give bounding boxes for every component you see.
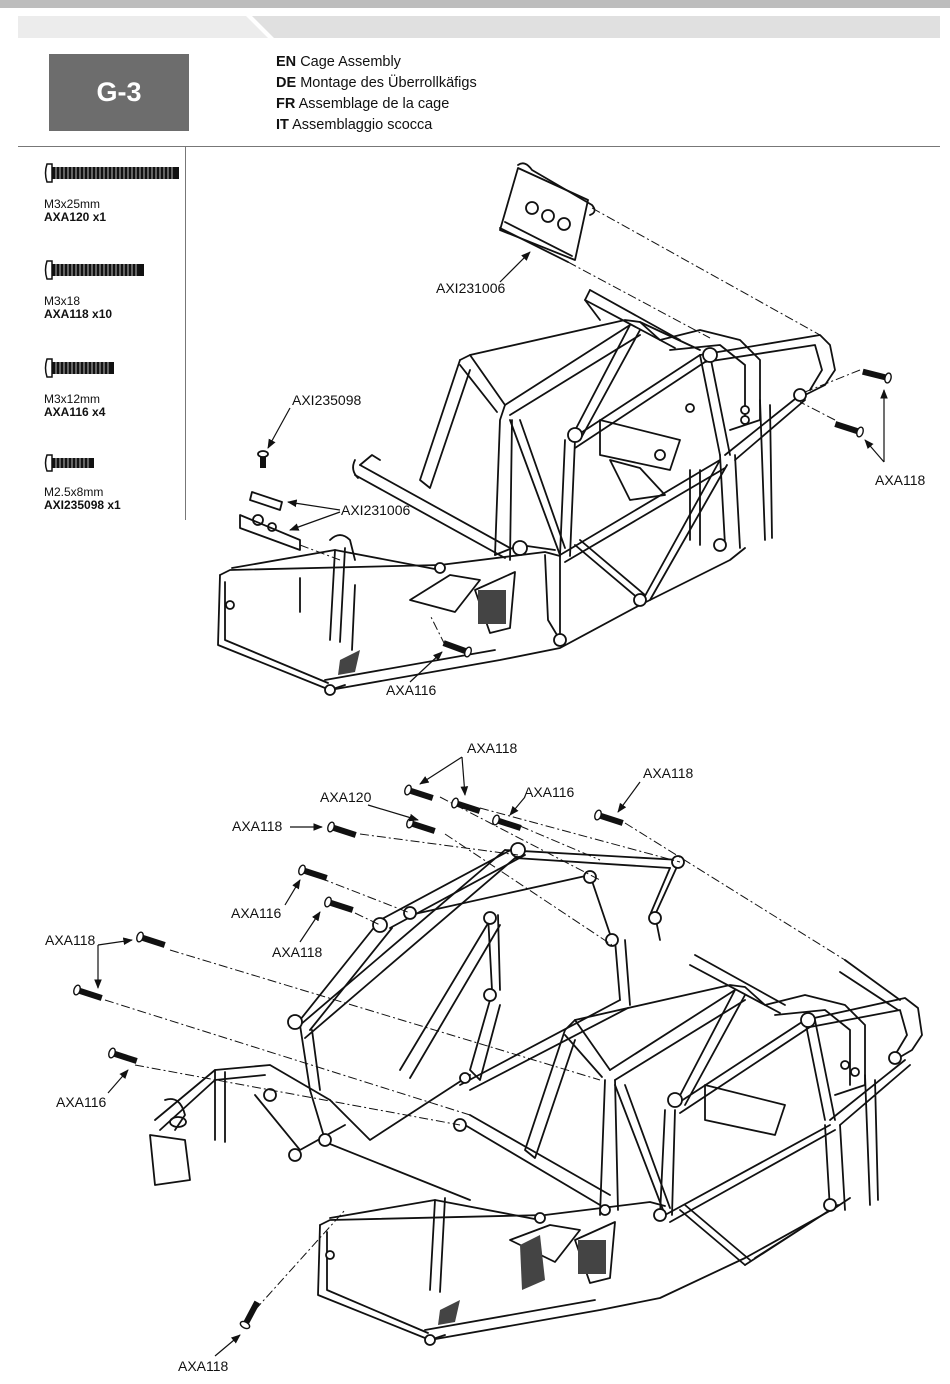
callout-axa120: AXA120 [320, 789, 372, 805]
callout-axa116-top: AXA116 [386, 682, 437, 698]
top-bar [0, 0, 950, 8]
callout-axi231006-link: AXI231006 [341, 502, 411, 518]
title-en: EN Cage Assembly [276, 54, 401, 70]
callout-axi235098: AXI235098 [292, 392, 362, 408]
part-m3x25: M3x25mm AXA120 x1 [44, 197, 107, 224]
callout-axa118-top: AXA118 [875, 472, 926, 488]
screw-m3x12-icon [44, 358, 114, 378]
title-block: EN Cage Assembly DE Montage des Überroll… [276, 52, 477, 136]
bottom-cage-drawing [149, 842, 923, 1346]
step-label: G-3 [49, 54, 189, 131]
title-fr: FR Assemblage de la cage [276, 96, 450, 112]
title-it: IT Assemblaggio scocca [276, 117, 433, 133]
callout-axa118-b-left: AXA118 [232, 818, 283, 834]
header-tab-strip [18, 16, 940, 38]
callout-axa118-b-far: AXA118 [45, 932, 96, 948]
screw-m25x8-icon [44, 454, 94, 472]
callout-axa118-b-mid: AXA118 [272, 944, 323, 960]
callout-axa118-b-right: AXA118 [643, 765, 694, 781]
callout-axi231006-plate: AXI231006 [436, 280, 506, 296]
callout-axa116-b-top: AXA116 [524, 784, 575, 800]
callout-axa118-b-bottom: AXA118 [178, 1358, 229, 1374]
callout-axa118-b-top: AXA118 [467, 740, 518, 756]
screw-m3x25-icon [44, 163, 179, 183]
part-m25x8: M2.5x8mm AXI235098 x1 [44, 485, 121, 512]
screw-m3x18-icon [44, 260, 144, 280]
part-m3x18: M3x18 AXA118 x10 [44, 294, 113, 321]
part-m3x12: M3x12mm AXA116 x4 [44, 392, 106, 419]
top-cage-drawing [217, 162, 836, 696]
header-divider [18, 146, 940, 147]
callout-axa116-b-low: AXA116 [56, 1094, 107, 1110]
title-de: DE Montage des Überrollkäfigs [276, 75, 477, 91]
callout-axa116-b-mid: AXA116 [231, 905, 282, 921]
parts-divider [185, 146, 186, 520]
